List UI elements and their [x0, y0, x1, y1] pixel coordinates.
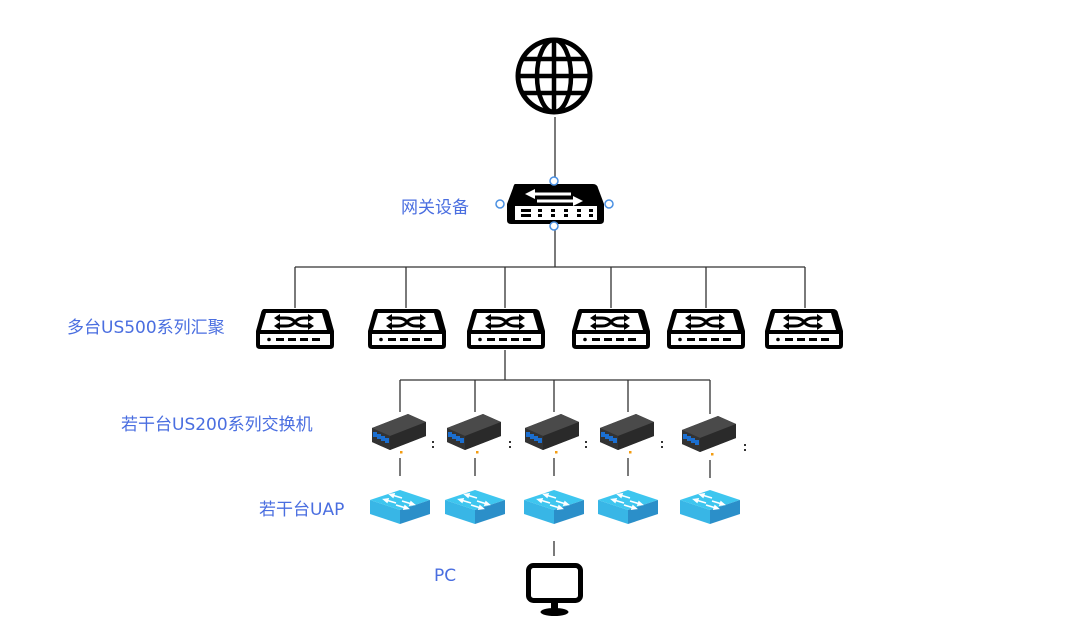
handle-left[interactable] [495, 199, 505, 209]
aggregation-switch-icon[interactable] [763, 307, 845, 351]
fiber-switch-icon[interactable] [372, 414, 426, 450]
connection-lines [294, 117, 806, 556]
label-pc: PC [434, 566, 457, 586]
aggregation-switch-icon[interactable] [570, 307, 652, 351]
access-point-icon[interactable] [444, 489, 506, 525]
fiber-switch-icon[interactable] [447, 414, 501, 450]
label-uap: 若干台UAP [259, 500, 345, 520]
access-point-icon[interactable] [369, 489, 431, 525]
handle-bottom[interactable] [549, 221, 559, 231]
aggregation-switch-icon[interactable] [254, 307, 336, 351]
selection-handles[interactable] [495, 176, 614, 231]
label-access-switches: 若干台US200系列交换机 [121, 415, 313, 435]
label-aggregation: 多台US500系列汇聚 [67, 318, 225, 338]
access-point-icon[interactable] [597, 489, 659, 525]
access-point-icon[interactable] [679, 489, 741, 525]
handle-top[interactable] [549, 176, 559, 186]
fiber-switch-icon[interactable] [682, 416, 736, 452]
fiber-switch-icon[interactable] [525, 414, 579, 450]
handle-right[interactable] [604, 199, 614, 209]
label-gateway: 网关设备 [401, 198, 469, 218]
fiber-switch-icon[interactable] [600, 414, 654, 450]
aggregation-switch-icon[interactable] [665, 307, 747, 351]
globe-icon[interactable] [515, 37, 593, 115]
port-markers [432, 441, 746, 451]
status-led-group [400, 451, 714, 456]
aggregation-switch-icon[interactable] [366, 307, 448, 351]
gateway-router-icon[interactable] [507, 184, 604, 224]
aggregation-switch-icon[interactable] [465, 307, 547, 351]
monitor-icon[interactable] [526, 563, 583, 617]
access-point-icon[interactable] [523, 489, 585, 525]
